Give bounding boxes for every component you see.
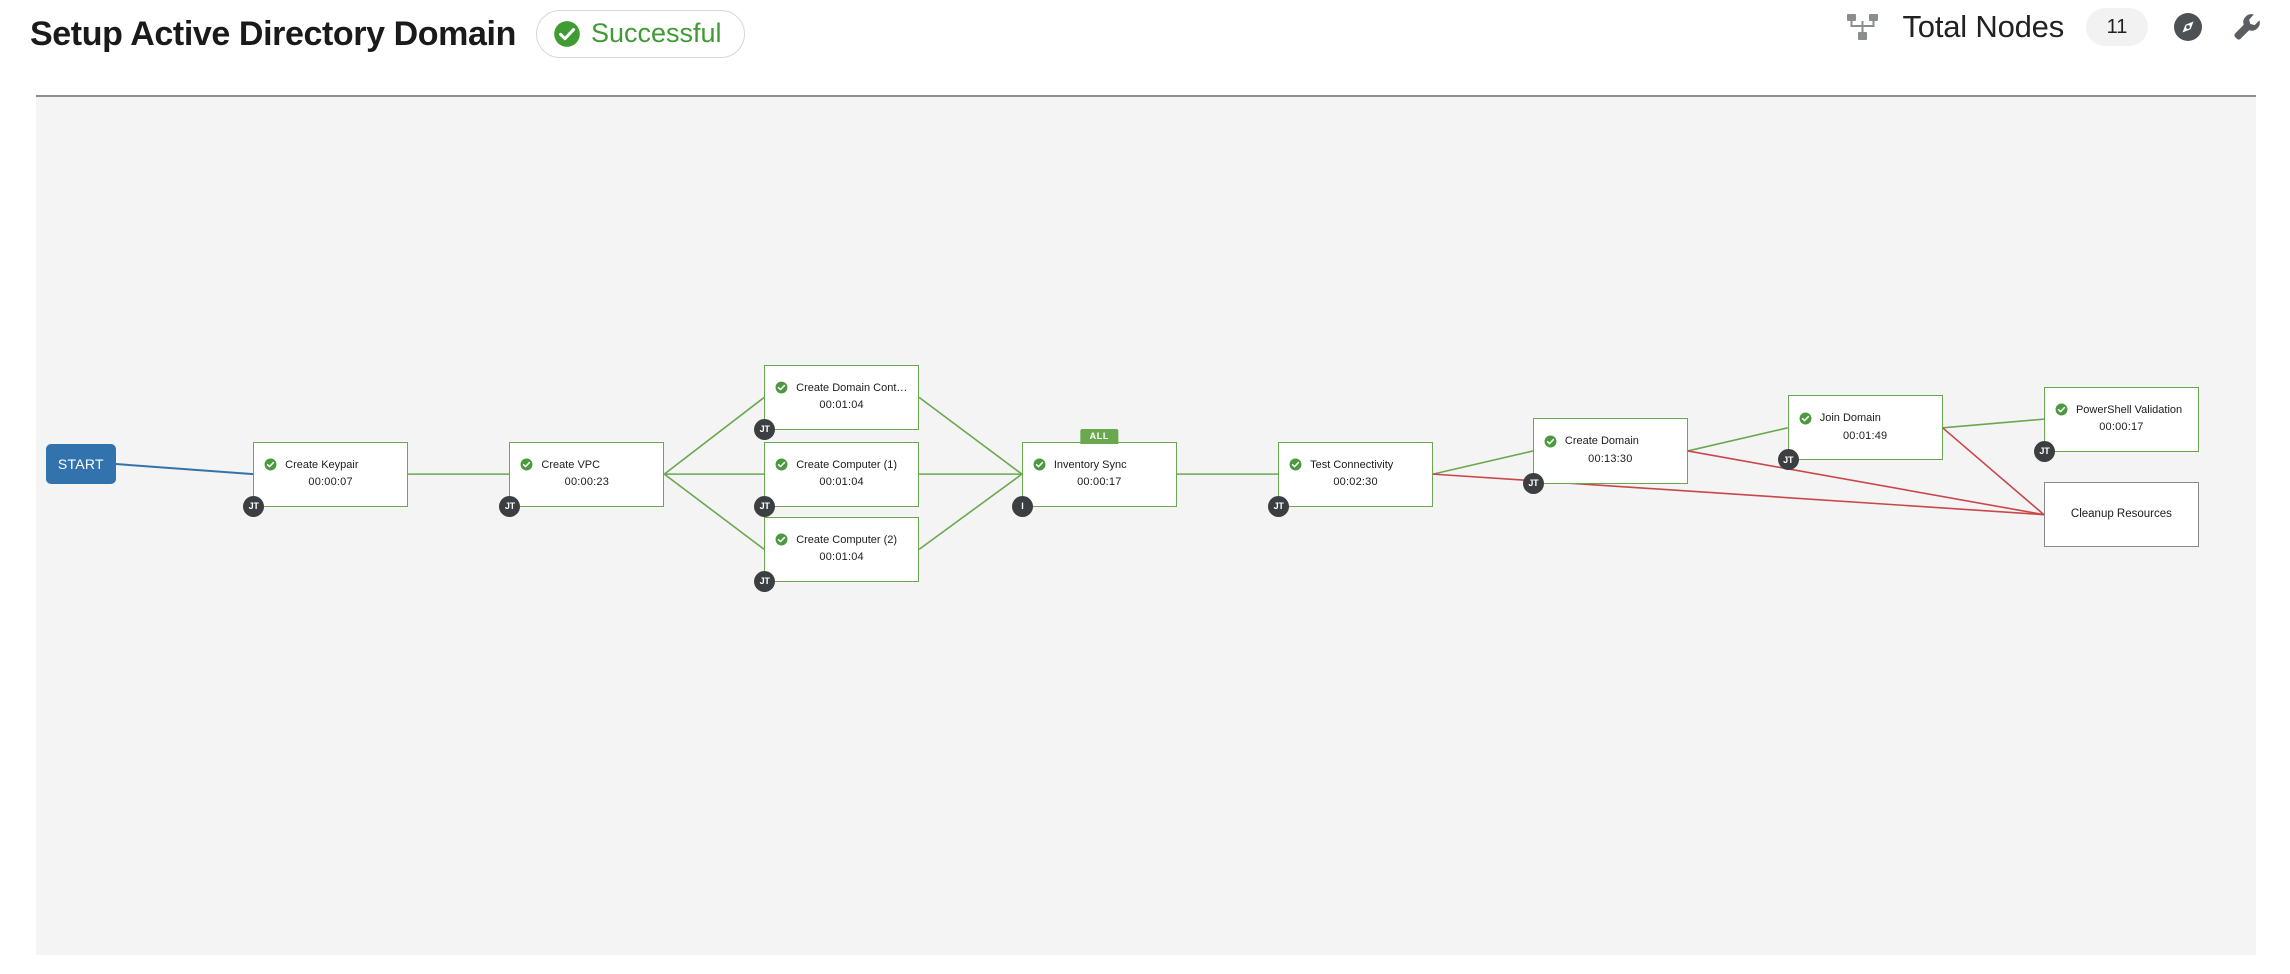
node-title: Inventory Sync <box>1053 458 1127 471</box>
start-node[interactable]: START <box>46 444 116 484</box>
header-divider <box>36 95 2256 97</box>
wrench-icon[interactable] <box>2228 8 2266 46</box>
node-type-badge[interactable]: JT <box>754 418 776 440</box>
node-title: Create Domain Contr... <box>796 381 909 394</box>
node-success-icon <box>775 381 788 394</box>
edge-create-domain-to-cleanup-resources <box>1687 450 2045 516</box>
node-duration: 00:00:07 <box>308 476 353 489</box>
node-success-icon <box>2055 403 2068 416</box>
node-title: Create Domain <box>1564 435 1639 448</box>
node-cleanup-resources[interactable]: Cleanup Resources <box>2043 482 2199 548</box>
node-duration: 00:01:04 <box>819 476 864 489</box>
node-header-row: Create Keypair <box>264 458 397 471</box>
node-duration: 00:13:30 <box>1588 452 1633 465</box>
edge-join-domain-to-powershell-validation <box>1942 418 2045 429</box>
status-badge-label: Successful <box>590 18 722 48</box>
node-type-badge[interactable]: JT <box>1268 495 1290 517</box>
edge-create-domain-to-join-domain <box>1687 427 1788 452</box>
node-duration: 00:00:17 <box>1077 476 1122 489</box>
node-header-row: Create Computer (2) <box>775 533 908 546</box>
node-success-icon <box>1544 435 1557 448</box>
check-circle-icon <box>554 20 580 47</box>
status-badge: Successful <box>535 10 745 58</box>
node-success-icon <box>1799 412 1812 425</box>
node-header-row: Create Computer (1) <box>775 458 908 471</box>
node-title: Cleanup Resources <box>2070 507 2172 520</box>
node-duration: 00:01:49 <box>1842 429 1888 442</box>
node-type-badge[interactable]: JT <box>499 495 521 517</box>
node-success-icon <box>775 533 788 546</box>
node-header-row: Create Domain <box>1544 435 1677 448</box>
node-title: Create VPC <box>541 458 601 471</box>
node-header-row: Cleanup Resources <box>2071 508 2172 520</box>
node-title: Join Domain <box>1819 412 1881 425</box>
edge-create-domain-controller-to-inventory-sync <box>918 396 1023 475</box>
node-success-icon <box>1289 458 1302 471</box>
node-type-badge[interactable]: JT <box>243 495 265 517</box>
node-header-row: Create Domain Contr... <box>775 381 908 394</box>
edge-create-computer-2-to-inventory-sync <box>918 473 1023 551</box>
node-success-icon <box>1033 458 1046 471</box>
compass-icon[interactable] <box>2170 9 2206 45</box>
node-type-badge[interactable]: I <box>1011 495 1033 517</box>
node-success-icon <box>775 458 788 471</box>
node-header-row: Join Domain <box>1799 412 1932 425</box>
node-duration: 00:00:23 <box>564 476 610 489</box>
node-header-row: Inventory Sync <box>1033 458 1166 471</box>
node-type-badge[interactable]: JT <box>754 495 776 517</box>
node-type-badge[interactable]: JT <box>2033 440 2055 462</box>
node-duration: 00:01:04 <box>819 399 864 412</box>
node-header-row: Create VPC <box>520 458 653 471</box>
node-title: PowerShell Validation <box>2075 403 2183 416</box>
total-nodes-count-badge: 11 <box>2086 8 2148 46</box>
edge-test-connectivity-to-create-domain <box>1432 450 1534 475</box>
node-title: Create Keypair <box>285 458 359 471</box>
node-header-row: Test Connectivity <box>1289 458 1422 471</box>
total-nodes-label: Total Nodes <box>1902 9 2064 44</box>
node-type-badge[interactable]: JT <box>1777 449 1799 471</box>
node-success-icon <box>264 458 277 471</box>
app-header: Setup Active Directory Domain Successful… <box>0 0 2290 97</box>
edge-create-vpc-to-create-computer-2 <box>663 473 765 551</box>
node-title: Test Connectivity <box>1310 458 1394 471</box>
hierarchy-icon[interactable] <box>1846 12 1880 42</box>
node-duration: 00:02:30 <box>1333 476 1378 489</box>
node-type-badge[interactable]: JT <box>754 570 776 592</box>
header-left-group: Setup Active Directory Domain Successful <box>30 10 745 58</box>
node-title: Create Computer (1) <box>796 458 898 471</box>
page-title: Setup Active Directory Domain <box>30 14 516 53</box>
node-tag-all: ALL <box>1080 428 1118 444</box>
node-success-icon <box>520 458 533 471</box>
edge-create-vpc-to-create-domain-controller <box>663 396 765 475</box>
header-right-group: Total Nodes 11 <box>1846 8 2266 46</box>
edge-join-domain-to-cleanup-resources <box>1942 427 2045 516</box>
edge-START-to-create-keypair <box>115 462 254 476</box>
node-type-badge[interactable]: JT <box>1522 472 1544 494</box>
node-duration: 00:01:04 <box>819 551 864 564</box>
node-header-row: PowerShell Validation <box>2055 403 2188 416</box>
node-duration: 00:00:17 <box>2099 421 2144 434</box>
node-title: Create Computer (2) <box>796 533 898 546</box>
edge-layer <box>115 396 2045 551</box>
